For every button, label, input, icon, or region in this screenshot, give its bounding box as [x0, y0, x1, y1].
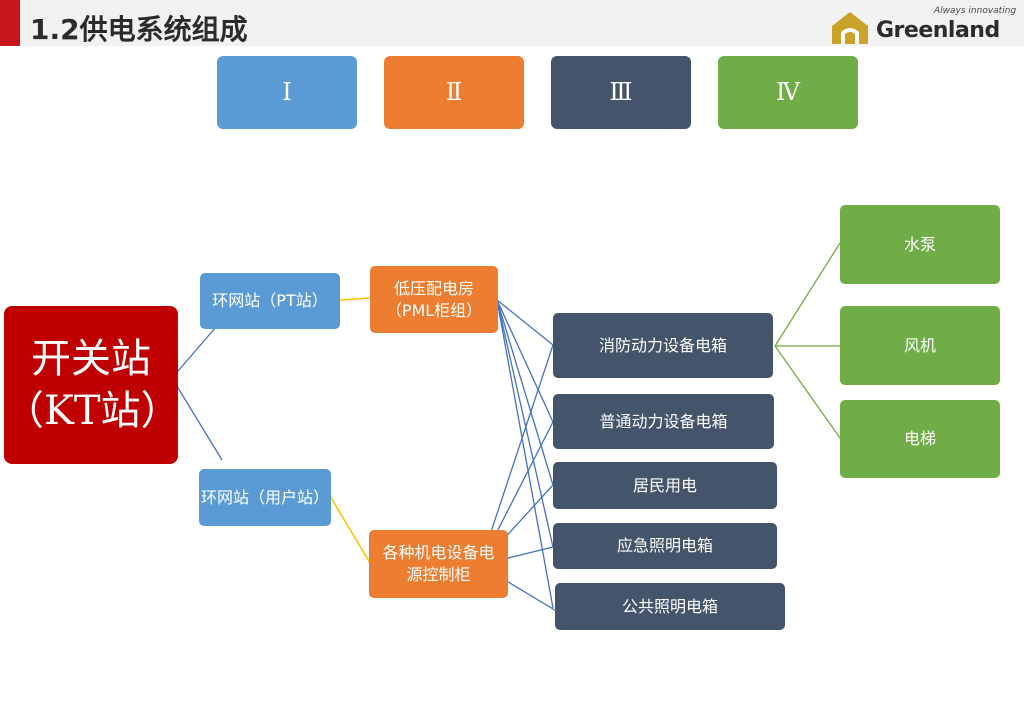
- legend-level-4: Ⅳ: [718, 56, 858, 129]
- residential-power-node: 居民用电: [553, 462, 777, 509]
- kt-station-node: 开关站 （KT站）: [4, 306, 181, 464]
- legend-level-2: Ⅱ: [384, 56, 524, 129]
- logo-tagline: Always innovating: [934, 6, 1017, 16]
- pt-station-node: 环网站（PT站）: [200, 273, 340, 329]
- logo-wordmark: Greenland: [876, 18, 1000, 43]
- kt-station-subtitle: （KT站）: [4, 388, 181, 434]
- user-station-node: 环网站（用户站）: [199, 469, 331, 526]
- kt-station-name: 开关站: [31, 336, 151, 382]
- legend-level-1: Ⅰ: [217, 56, 357, 129]
- water-pump-node: 水泵: [840, 205, 1000, 284]
- low-voltage-room-node: 低压配电房 （PML柜组）: [370, 266, 498, 333]
- greenland-logo: Always innovating Greenland: [830, 6, 1020, 46]
- legend-level-3: Ⅲ: [551, 56, 691, 129]
- page-title: 1.2供电系统组成: [30, 13, 248, 46]
- normal-power-box-node: 普通动力设备电箱: [553, 394, 774, 449]
- title-accent-bar: [0, 0, 20, 46]
- house-logo-icon: [832, 12, 868, 44]
- fire-power-box-node: 消防动力设备电箱: [553, 313, 773, 378]
- low-voltage-room-subtitle: （PML柜组）: [385, 300, 483, 320]
- mep-control-cabinet-line1: 各种机电设备电: [382, 543, 495, 563]
- elevator-node: 电梯: [840, 400, 1000, 478]
- mep-control-cabinet-node: 各种机电设备电 源控制柜: [369, 530, 508, 598]
- fan-node: 风机: [840, 306, 1000, 385]
- mep-control-cabinet-line2: 源控制柜: [406, 565, 471, 584]
- public-lighting-box-node: 公共照明电箱: [555, 583, 785, 630]
- title-bar: 1.2供电系统组成 Always innovating Greenland: [0, 0, 1024, 50]
- low-voltage-room-name: 低压配电房: [393, 278, 474, 298]
- emergency-lighting-box-node: 应急照明电箱: [553, 523, 777, 569]
